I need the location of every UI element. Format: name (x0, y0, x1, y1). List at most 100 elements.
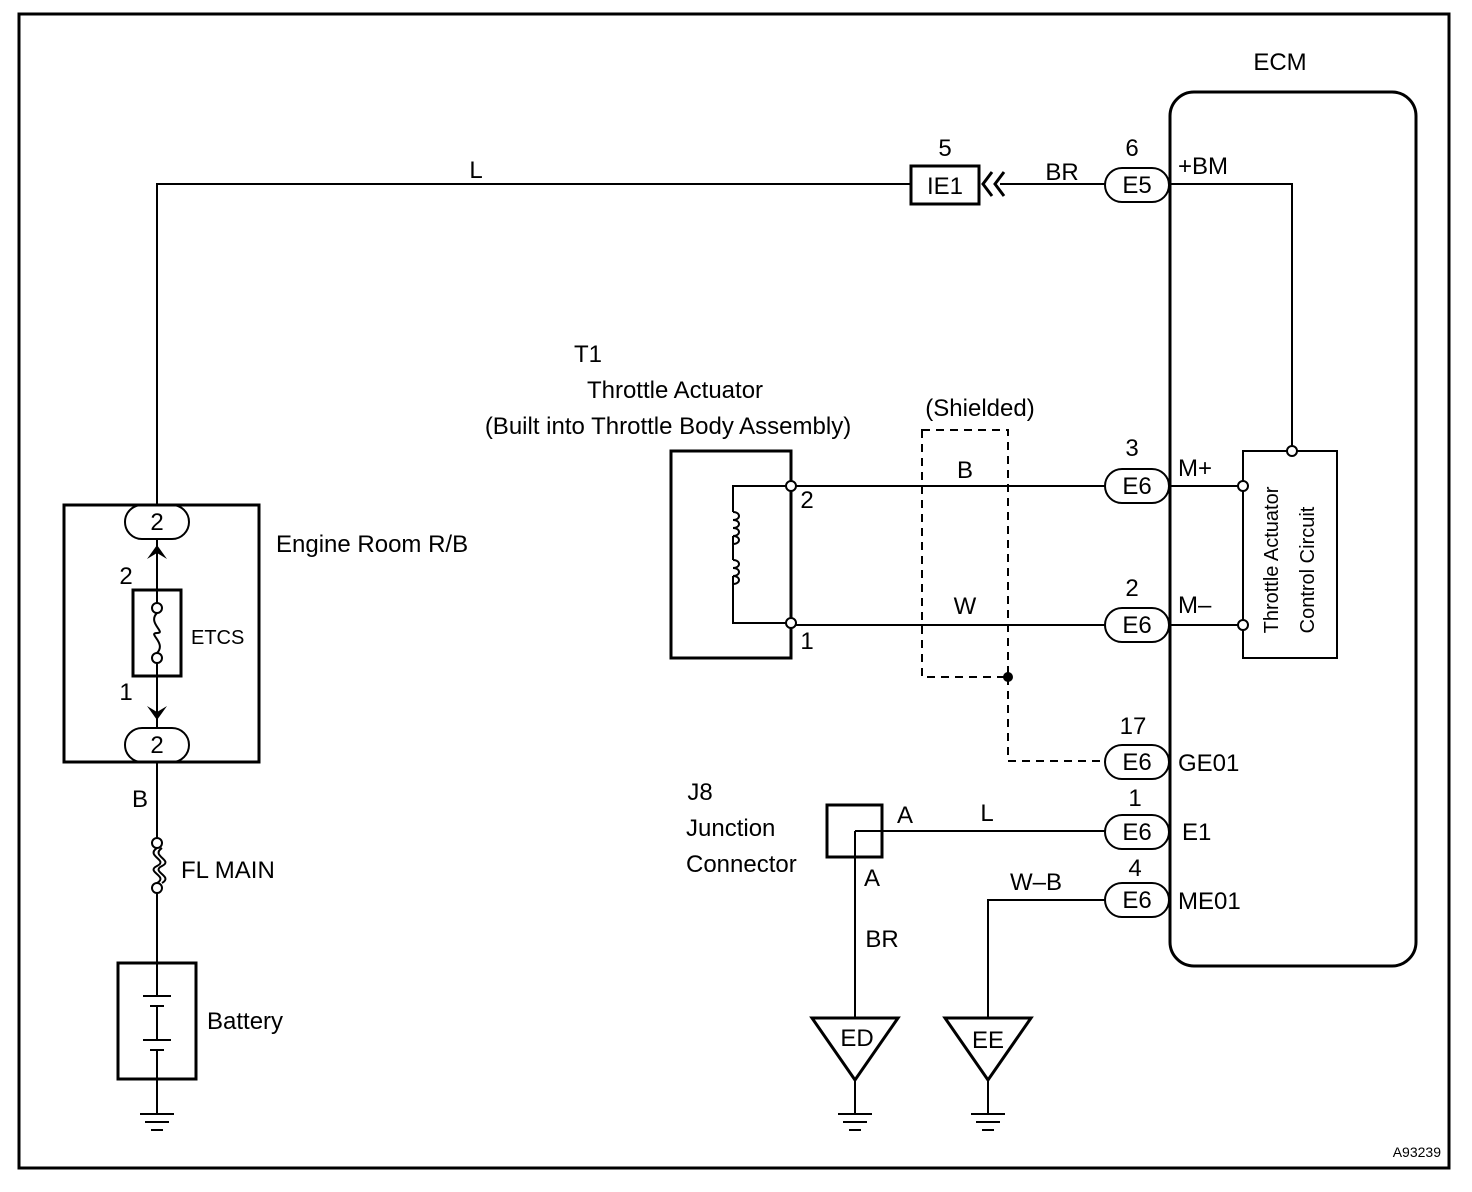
pin-3-label: 3 (1125, 435, 1138, 462)
throttle-pin-1-label: 1 (800, 628, 813, 655)
ecm-terminal-ge01: E6 17 GE01 (1104, 713, 1239, 780)
pin-2-label: 2 (1125, 575, 1138, 602)
fl-main-fuse-icon (152, 847, 167, 884)
rb-terminal-top-label: 2 (150, 509, 163, 536)
rb-top-arrow-icon (147, 545, 167, 559)
ecm: ECM Throttle Actuator Control Circuit (1168, 49, 1418, 968)
m-plus-circuit-node (1237, 480, 1249, 492)
etcs-fuse-box (131, 588, 183, 678)
throttle-pin-2-label: 2 (800, 487, 813, 514)
ecm-terminal-me01: E6 4 ME01 (1104, 855, 1241, 918)
throttle-code: T1 (574, 341, 602, 368)
e1-terminal-label: E1 (1182, 819, 1211, 846)
ecm-terminal-e1: E6 1 E1 (1104, 785, 1211, 850)
wire-l-label: L (469, 157, 482, 184)
connector-e6-ge01-label: E6 (1122, 749, 1151, 776)
pin-6-label: 6 (1125, 135, 1138, 162)
throttle-pin-2-node (785, 480, 797, 492)
control-circuit-label-1: Throttle Actuator (1261, 486, 1283, 633)
relay-box-label: Engine Room R/B (276, 531, 468, 558)
fl-main-label: FL MAIN (181, 857, 275, 884)
battery-cell-icon (143, 963, 171, 1079)
junction-pin-a-bottom: A (864, 865, 880, 892)
etcs-fuse-node-top (151, 602, 163, 614)
connector-e6-e1-label: E6 (1122, 819, 1151, 846)
ie1-chevron-icon (981, 171, 1006, 197)
connector-e6-m-minus-label: E6 (1122, 612, 1151, 639)
connector-ie1 (909, 164, 981, 206)
wire-w-label: W (954, 593, 977, 620)
connector-e6-m-plus-label: E6 (1122, 473, 1151, 500)
rb-terminal-bottom-label: 2 (150, 732, 163, 759)
diagram-frame (17, 12, 1451, 1170)
me01-terminal-label: ME01 (1178, 888, 1241, 915)
junction-label-2: Connector (686, 851, 797, 878)
fl-main-node-bottom (151, 882, 163, 894)
connector-e5-label: E5 (1122, 172, 1151, 199)
ge01-terminal-label: GE01 (1178, 750, 1239, 777)
wire-l-top (156, 183, 911, 505)
pin-4-label: 4 (1128, 855, 1141, 882)
m-minus-terminal-label: M– (1178, 592, 1212, 619)
control-circuit-label-2: Control Circuit (1297, 506, 1319, 633)
etcs-fuse-label: ETCS (191, 627, 244, 649)
bm-internal-line (1170, 183, 1293, 446)
wire-wb-me01 (987, 899, 1105, 1018)
junction-label-1: Junction (686, 815, 775, 842)
pin-17-label: 17 (1120, 713, 1147, 740)
connector-ie1-label: IE1 (927, 173, 963, 200)
ground-ee: EE (942, 1016, 1034, 1131)
throttle-actuator: T1 Throttle Actuator (Built into Throttl… (485, 341, 851, 660)
m-minus-circuit-node (1237, 619, 1249, 631)
ground-ed-label: ED (840, 1025, 873, 1052)
wire-l-j8-label: L (980, 800, 993, 827)
etcs-fuse-node-bottom (151, 652, 163, 664)
wire-br-j8-label: BR (865, 926, 898, 953)
junction-code: J8 (687, 779, 712, 806)
wire-wb-label: W–B (1010, 869, 1062, 896)
motor-internal-wire (732, 485, 786, 624)
battery-ground-icon (140, 1079, 174, 1131)
rb-bottom-arrow-icon (147, 706, 167, 720)
wire-b-label: B (957, 457, 973, 484)
ecm-box (1168, 90, 1418, 968)
bm-terminal-label: +BM (1178, 153, 1228, 180)
ecm-terminal-m-plus: E6 3 M+ (1104, 435, 1212, 504)
m-plus-terminal-label: M+ (1178, 455, 1212, 482)
engine-room-relay-box: Engine Room R/B 2 2 ETCS 2 1 (62, 503, 468, 764)
ecm-terminal-bm: E5 6 +BM (1104, 135, 1228, 203)
ground-ee-triangle (942, 1016, 1034, 1083)
throttle-control-circuit-box (1242, 450, 1338, 659)
throttle-actuator-box (669, 449, 793, 660)
fl-main-node-top (151, 837, 163, 849)
ecm-title: ECM (1253, 49, 1306, 76)
throttle-desc: (Built into Throttle Body Assembly) (485, 413, 851, 440)
ground-ed-icon (838, 1080, 872, 1131)
battery-label: Battery (207, 1008, 283, 1035)
pin-5-label: 5 (938, 135, 951, 162)
junction-pin-a-top: A (897, 802, 913, 829)
throttle-pin-1-node (785, 617, 797, 629)
throttle-name: Throttle Actuator (587, 377, 763, 404)
etcs-pin-1-label: 1 (119, 679, 132, 706)
ground-ee-label: EE (972, 1027, 1004, 1054)
battery: Battery (116, 961, 283, 1131)
ground-ee-icon (971, 1080, 1005, 1131)
connector-e6-ge01 (1104, 744, 1170, 780)
shield-outline (921, 429, 1009, 678)
bm-circuit-node (1286, 445, 1298, 457)
wire-br-label: BR (1045, 159, 1078, 186)
connector-e6-me01-label: E6 (1122, 887, 1151, 914)
shield-node (1003, 672, 1013, 682)
shielded-label: (Shielded) (925, 395, 1034, 422)
ground-ed-triangle (809, 1016, 901, 1083)
pin-1-label: 1 (1128, 785, 1141, 812)
ground-ed: ED (809, 1016, 901, 1131)
ecm-terminal-m-minus: E6 2 M– (1104, 575, 1212, 643)
figure-id: A93239 (1393, 1144, 1441, 1160)
wire-b-battery-label: B (132, 786, 148, 813)
motor-coil-icon (732, 511, 740, 585)
etcs-pin-2-label: 2 (119, 563, 132, 590)
shield-drain-wire (1007, 677, 1105, 762)
